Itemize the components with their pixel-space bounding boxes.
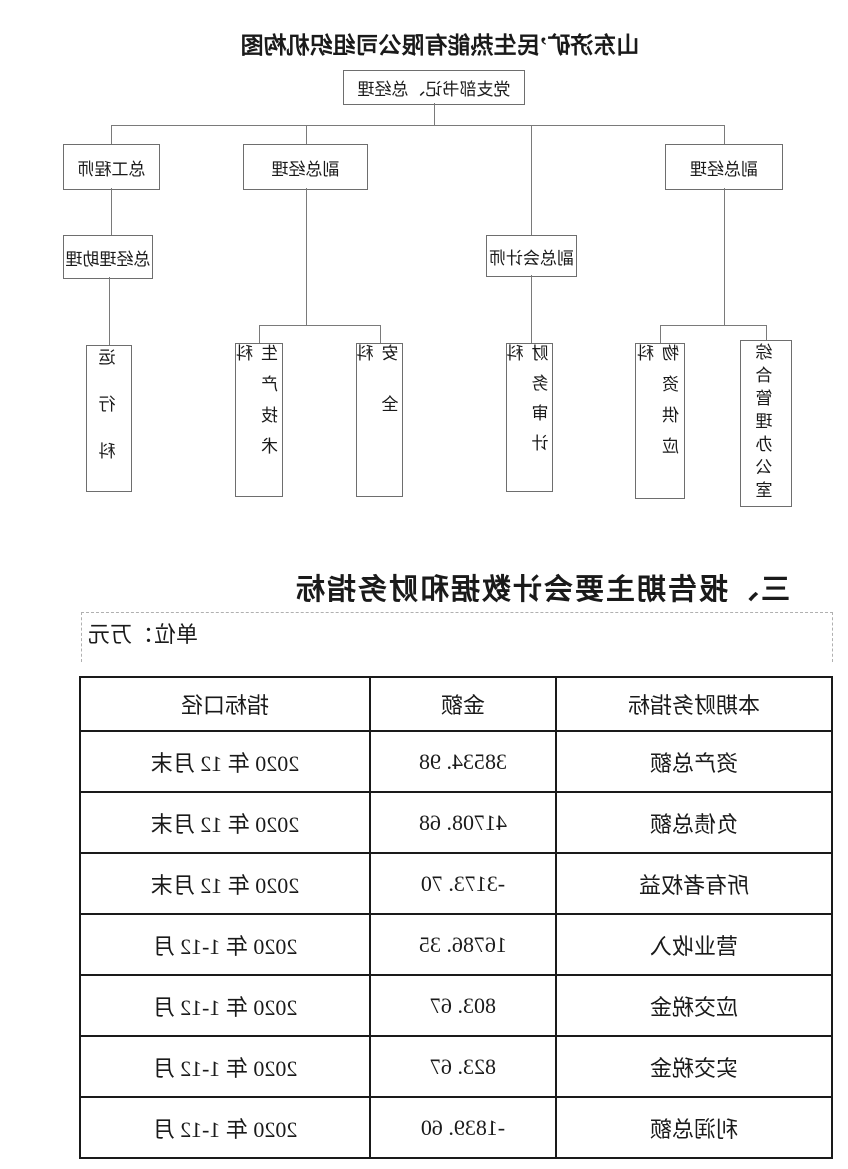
table-row: 负债总额 41708. 68 2020 年 12 月末 [80,792,832,853]
org-node-dept-operations: 运行科 [86,345,132,492]
cell-period: 2020 年 12 月末 [80,792,370,853]
org-node-gm-assistant: 总经理助理 [63,235,153,279]
cell-indicator: 资产总额 [556,731,832,792]
cell-amount: -1839. 60 [370,1097,556,1158]
org-node-dept-material-supply: 物资供应科 [635,343,685,499]
connector-line [306,188,307,325]
connector-line [724,125,725,144]
table-row: 营业收入 16786. 35 2020 年 1-12 月 [80,914,832,975]
cell-amount: 41708. 68 [370,792,556,853]
connector-line [111,125,112,144]
column-header-indicator: 本期财务指标 [556,677,832,731]
connector-line [661,325,767,326]
connector-line [766,325,767,340]
cell-amount: -3173. 70 [370,853,556,914]
cell-indicator: 负债总额 [556,792,832,853]
org-node-dept-finance-audit: 财务审计科 [506,343,553,492]
org-node-dept-production-tech: 生产技术科 [235,343,283,497]
connector-line [112,125,725,126]
cell-period: 2020 年 1-12 月 [80,1097,370,1158]
table-row: 利润总额 -1839. 60 2020 年 1-12 月 [80,1097,832,1158]
cell-period: 2020 年 12 月末 [80,853,370,914]
cell-indicator: 利润总额 [556,1097,832,1158]
connector-line [259,325,260,343]
org-chart-title: 山东济矿’民生热能有限公司组织机构图 [240,33,640,58]
org-node-dept-general-admin-office: 综合管理办公室 [740,340,792,507]
unit-label-box: 单位：万元 [81,612,833,662]
cell-period: 2020 年 1-12 月 [80,975,370,1036]
cell-amount: 16786. 35 [370,914,556,975]
org-node-chief-accountant: 副总会计师 [486,235,577,277]
org-node-root: 党支部书记、总经理 [343,70,525,105]
connector-line [531,125,532,235]
cell-amount: 803. 67 [370,975,556,1036]
org-node-vp-middle: 副总经理 [243,144,368,190]
connector-line [660,325,661,343]
connector-line [531,275,532,343]
org-node-chief-engineer: 总工程师 [63,144,160,190]
connector-line [434,103,435,125]
connector-line [724,188,725,325]
org-node-vp-left: 副总经理 [665,144,783,190]
connector-line [109,277,110,345]
table-row: 应交税金 803. 67 2020 年 1-12 月 [80,975,832,1036]
cell-indicator: 实交税金 [556,1036,832,1097]
table-header-row: 本期财务指标 金额 指标口径 [80,677,832,731]
unit-label: 单位：万元 [88,622,199,647]
table-row: 实交税金 823. 67 2020 年 1-12 月 [80,1036,832,1097]
column-header-amount: 金额 [370,677,556,731]
cell-amount: 38534. 98 [370,731,556,792]
cell-amount: 823. 67 [370,1036,556,1097]
connector-line [306,125,307,144]
financial-indicators-table: 本期财务指标 金额 指标口径 资产总额 38534. 98 2020 年 12 … [79,676,833,1159]
org-node-dept-safety: 安全科 [356,343,403,497]
table-row: 资产总额 38534. 98 2020 年 12 月末 [80,731,832,792]
cell-period: 2020 年 1-12 月 [80,1036,370,1097]
cell-indicator: 营业收入 [556,914,832,975]
connector-line [380,325,381,343]
cell-indicator: 应交税金 [556,975,832,1036]
column-header-period: 指标口径 [80,677,370,731]
section-heading: 三、报告期主要会计数据和财务指标 [293,574,790,606]
table-row: 所有者权益 -3173. 70 2020 年 12 月末 [80,853,832,914]
connector-line [260,325,381,326]
connector-line [111,188,112,235]
cell-indicator: 所有者权益 [556,853,832,914]
cell-period: 2020 年 1-12 月 [80,914,370,975]
cell-period: 2020 年 12 月末 [80,731,370,792]
